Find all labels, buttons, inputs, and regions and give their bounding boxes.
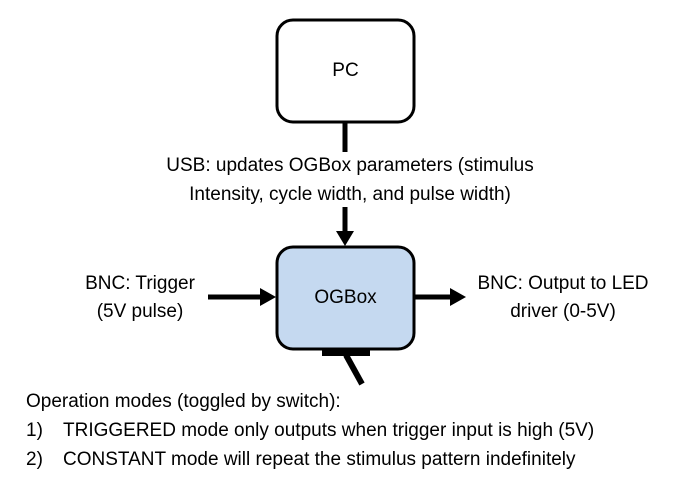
mode-item-2-number: 2) bbox=[26, 449, 43, 470]
usb-label-line1: USB: updates OGBox parameters (stimulus bbox=[166, 155, 534, 176]
usb-arrowhead bbox=[336, 231, 354, 246]
mode-item-1-number: 1) bbox=[26, 420, 43, 441]
trigger-label-line2: (5V pulse) bbox=[96, 301, 184, 322]
mode-item-2: 2) CONSTANT mode will repeat the stimulus… bbox=[26, 447, 576, 473]
mode-item-2-text: CONSTANT mode will repeat the stimulus p… bbox=[63, 449, 576, 470]
mode-item-1: 1) TRIGGERED mode only outputs when trigg… bbox=[26, 418, 594, 444]
usb-label-line2: Intensity, cycle width, and pulse width) bbox=[189, 184, 511, 205]
output-label-line1: BNC: Output to LED bbox=[477, 273, 649, 294]
modes-heading: Operation modes (toggled by switch): bbox=[26, 391, 341, 412]
mode-item-1-text: TRIGGERED mode only outputs when trigger… bbox=[63, 420, 595, 441]
trigger-arrowhead bbox=[260, 288, 276, 306]
ogbox-node-label: OGBox bbox=[314, 287, 377, 308]
trigger-label-line1: BNC: Trigger bbox=[85, 273, 195, 294]
pc-node-label: PC bbox=[332, 60, 359, 81]
output-label-line2: driver (0-5V) bbox=[510, 301, 616, 322]
output-arrowhead bbox=[450, 288, 466, 306]
switch-base bbox=[322, 349, 370, 356]
switch-lever bbox=[343, 353, 365, 386]
